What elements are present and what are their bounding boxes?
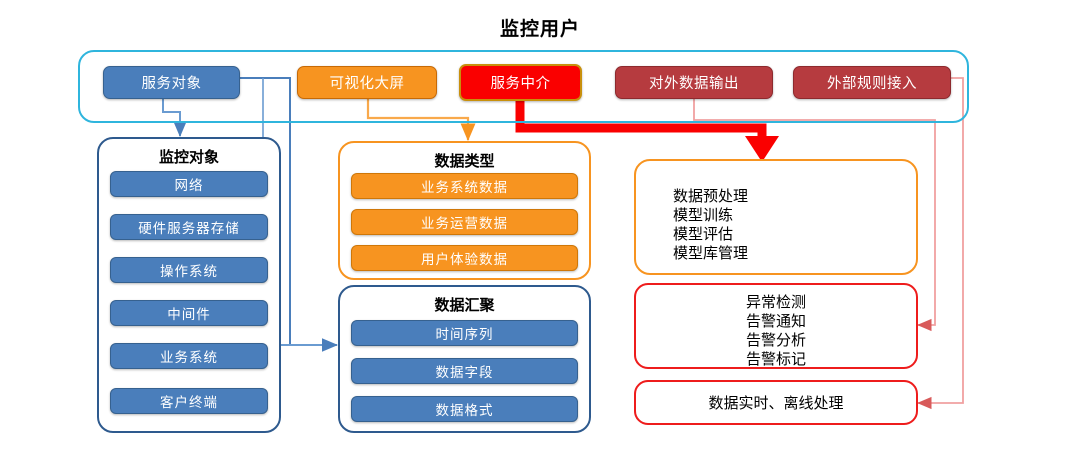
page-title: 监控用户 (499, 18, 580, 40)
chip-service-object[interactable]: 服务对象 (103, 66, 240, 99)
top-band-container (78, 50, 969, 123)
panel-monitor-objects: 监控对象 网络 硬件服务器存储 操作系统 中间件 业务系统 客户终端 (97, 137, 281, 433)
panel-processing: 数据实时、离线处理 (634, 380, 918, 425)
panel-processing-lines: 数据实时、离线处理 (708, 394, 844, 412)
chip-visualization-screen[interactable]: 可视化大屏 (297, 66, 437, 99)
panel-monitor-objects-title: 监控对象 (158, 148, 219, 166)
panel-data-aggregation-title: 数据汇聚 (434, 296, 495, 314)
panel-modeling: 数据预处理 模型训练 模型评估 模型库管理 (634, 159, 918, 275)
panel-data-types-title: 数据类型 (434, 152, 495, 170)
chip-external-data-output[interactable]: 对外数据输出 (615, 66, 773, 99)
item-middleware[interactable]: 中间件 (110, 300, 268, 326)
panel-data-types: 数据类型 业务系统数据 业务运营数据 用户体验数据 (338, 141, 591, 280)
item-data-format[interactable]: 数据格式 (351, 396, 578, 422)
panel-modeling-lines: 数据预处理 模型训练 模型评估 模型库管理 (673, 187, 749, 262)
item-business-system-data[interactable]: 业务系统数据 (351, 173, 578, 199)
item-operating-system[interactable]: 操作系统 (110, 257, 268, 283)
item-network[interactable]: 网络 (110, 171, 268, 197)
item-data-field[interactable]: 数据字段 (351, 358, 578, 384)
item-hardware-storage[interactable]: 硬件服务器存储 (110, 214, 268, 240)
item-client-terminal[interactable]: 客户终端 (110, 388, 268, 414)
chip-service-broker[interactable]: 服务中介 (459, 64, 582, 101)
panel-alerting: 异常检测 告警通知 告警分析 告警标记 (634, 283, 918, 369)
item-business-system[interactable]: 业务系统 (110, 343, 268, 369)
item-time-series[interactable]: 时间序列 (351, 320, 578, 346)
item-business-operation-data[interactable]: 业务运营数据 (351, 209, 578, 235)
panel-data-aggregation: 数据汇聚 时间序列 数据字段 数据格式 (338, 285, 591, 433)
item-user-experience-data[interactable]: 用户体验数据 (351, 245, 578, 271)
chip-external-rules-access[interactable]: 外部规则接入 (793, 66, 951, 99)
panel-alerting-lines: 异常检测 告警通知 告警分析 告警标记 (745, 293, 806, 368)
